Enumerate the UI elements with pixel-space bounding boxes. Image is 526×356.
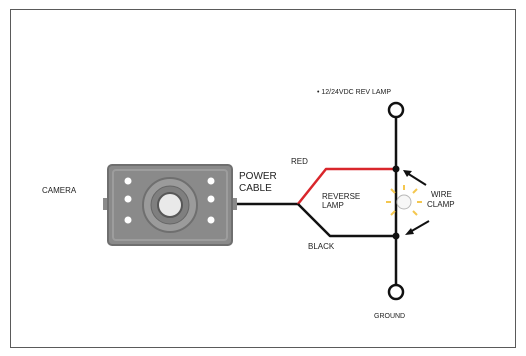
camera-label: CAMERA bbox=[42, 186, 77, 195]
camera-led bbox=[124, 216, 132, 224]
lamp-ray bbox=[412, 210, 418, 216]
camera-bezel bbox=[112, 169, 228, 241]
reverse-lamp-label-line2: LAMP bbox=[322, 201, 344, 210]
ground-label: GROUND bbox=[374, 313, 405, 320]
red-wire-label: RED bbox=[291, 157, 308, 166]
lamp-glass bbox=[396, 194, 412, 210]
reverse-lamp-icon bbox=[386, 185, 422, 216]
camera-led bbox=[207, 177, 215, 185]
lamp-ray bbox=[390, 210, 396, 216]
wire-clamp-label-line2: CLAMP bbox=[427, 200, 455, 209]
wire-clamp-arrow-up bbox=[406, 172, 427, 186]
camera-led bbox=[124, 195, 132, 203]
camera-led bbox=[124, 177, 132, 185]
camera-module bbox=[103, 164, 237, 246]
red-wire bbox=[297, 167, 396, 205]
black-wire bbox=[297, 203, 396, 238]
wire-clamp-label-line1: WIRE bbox=[431, 190, 452, 199]
wire-clamp-arrowhead bbox=[405, 228, 414, 235]
camera-lens bbox=[157, 192, 183, 218]
wire-clamp-arrowhead bbox=[403, 170, 412, 177]
upper-clamp-junction bbox=[392, 165, 400, 173]
lamp-ray bbox=[412, 188, 418, 194]
rev-lamp-terminal bbox=[387, 101, 405, 119]
rev-lamp-supply-label: • 12/24VDC REV LAMP bbox=[317, 89, 391, 96]
diagram-frame bbox=[10, 9, 516, 348]
power-cable-label-line2: CABLE bbox=[239, 183, 272, 194]
lower-clamp-junction bbox=[392, 232, 400, 240]
lamp-ray bbox=[390, 188, 396, 194]
wire-clamp-arrow-down bbox=[409, 220, 430, 233]
power-cable-label-line1: POWER bbox=[239, 171, 277, 182]
camera-led bbox=[207, 195, 215, 203]
reverse-lamp-label-line1: REVERSE bbox=[322, 192, 360, 201]
camera-led bbox=[207, 216, 215, 224]
black-wire-label: BLACK bbox=[308, 242, 335, 251]
ground-terminal bbox=[387, 283, 405, 301]
